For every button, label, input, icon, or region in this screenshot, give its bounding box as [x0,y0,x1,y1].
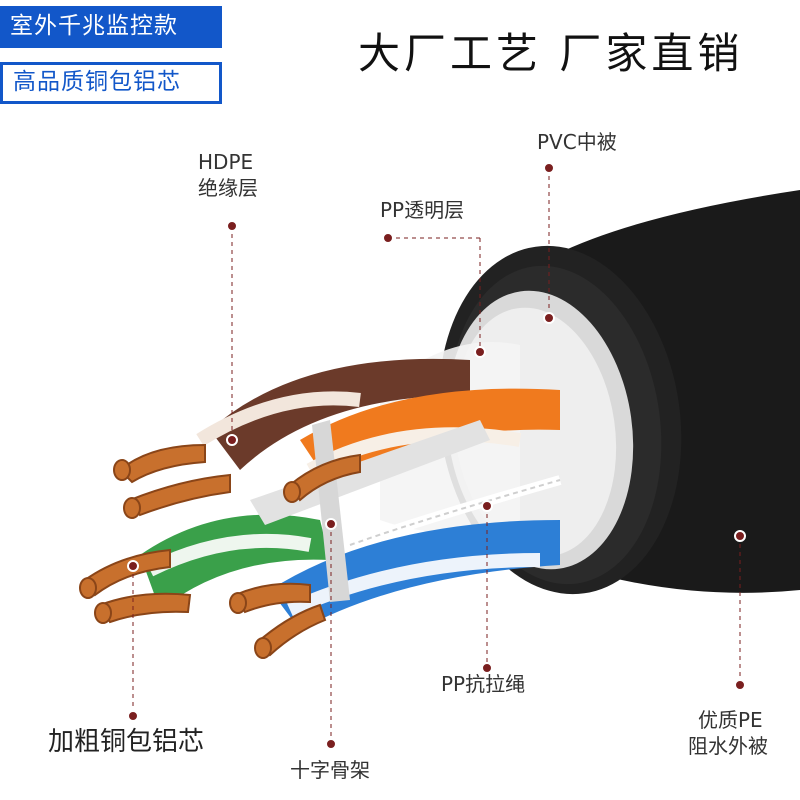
label-waterproof-jacket: 阻水外被 [688,734,768,758]
label-pp-tensile-rope: PP抗拉绳 [441,672,526,696]
label-pe-jacket: 优质PE [698,708,763,732]
copper-conductors [79,443,361,659]
quality-badge: 高品质铜包铝芯 [0,62,222,104]
callout-guides [132,168,741,744]
label-copper-conductor: 加粗铜包铝芯 [48,727,205,757]
category-badge: 室外千兆监控款 [0,6,222,48]
label-pp-clear-layer: PP透明层 [380,198,465,222]
label-pvc-middle-jacket: PVC中被 [537,130,617,154]
label-cross-separator: 十字骨架 [290,758,370,782]
callout-dots [127,162,746,750]
pp-tensile-rope [348,475,562,550]
slogan-headline: 大厂工艺 厂家直销 [358,29,744,78]
brown-pair [196,358,470,470]
label-hdpe-insulation: 绝缘层 [198,176,258,200]
label-hdpe: HDPE [198,150,254,174]
